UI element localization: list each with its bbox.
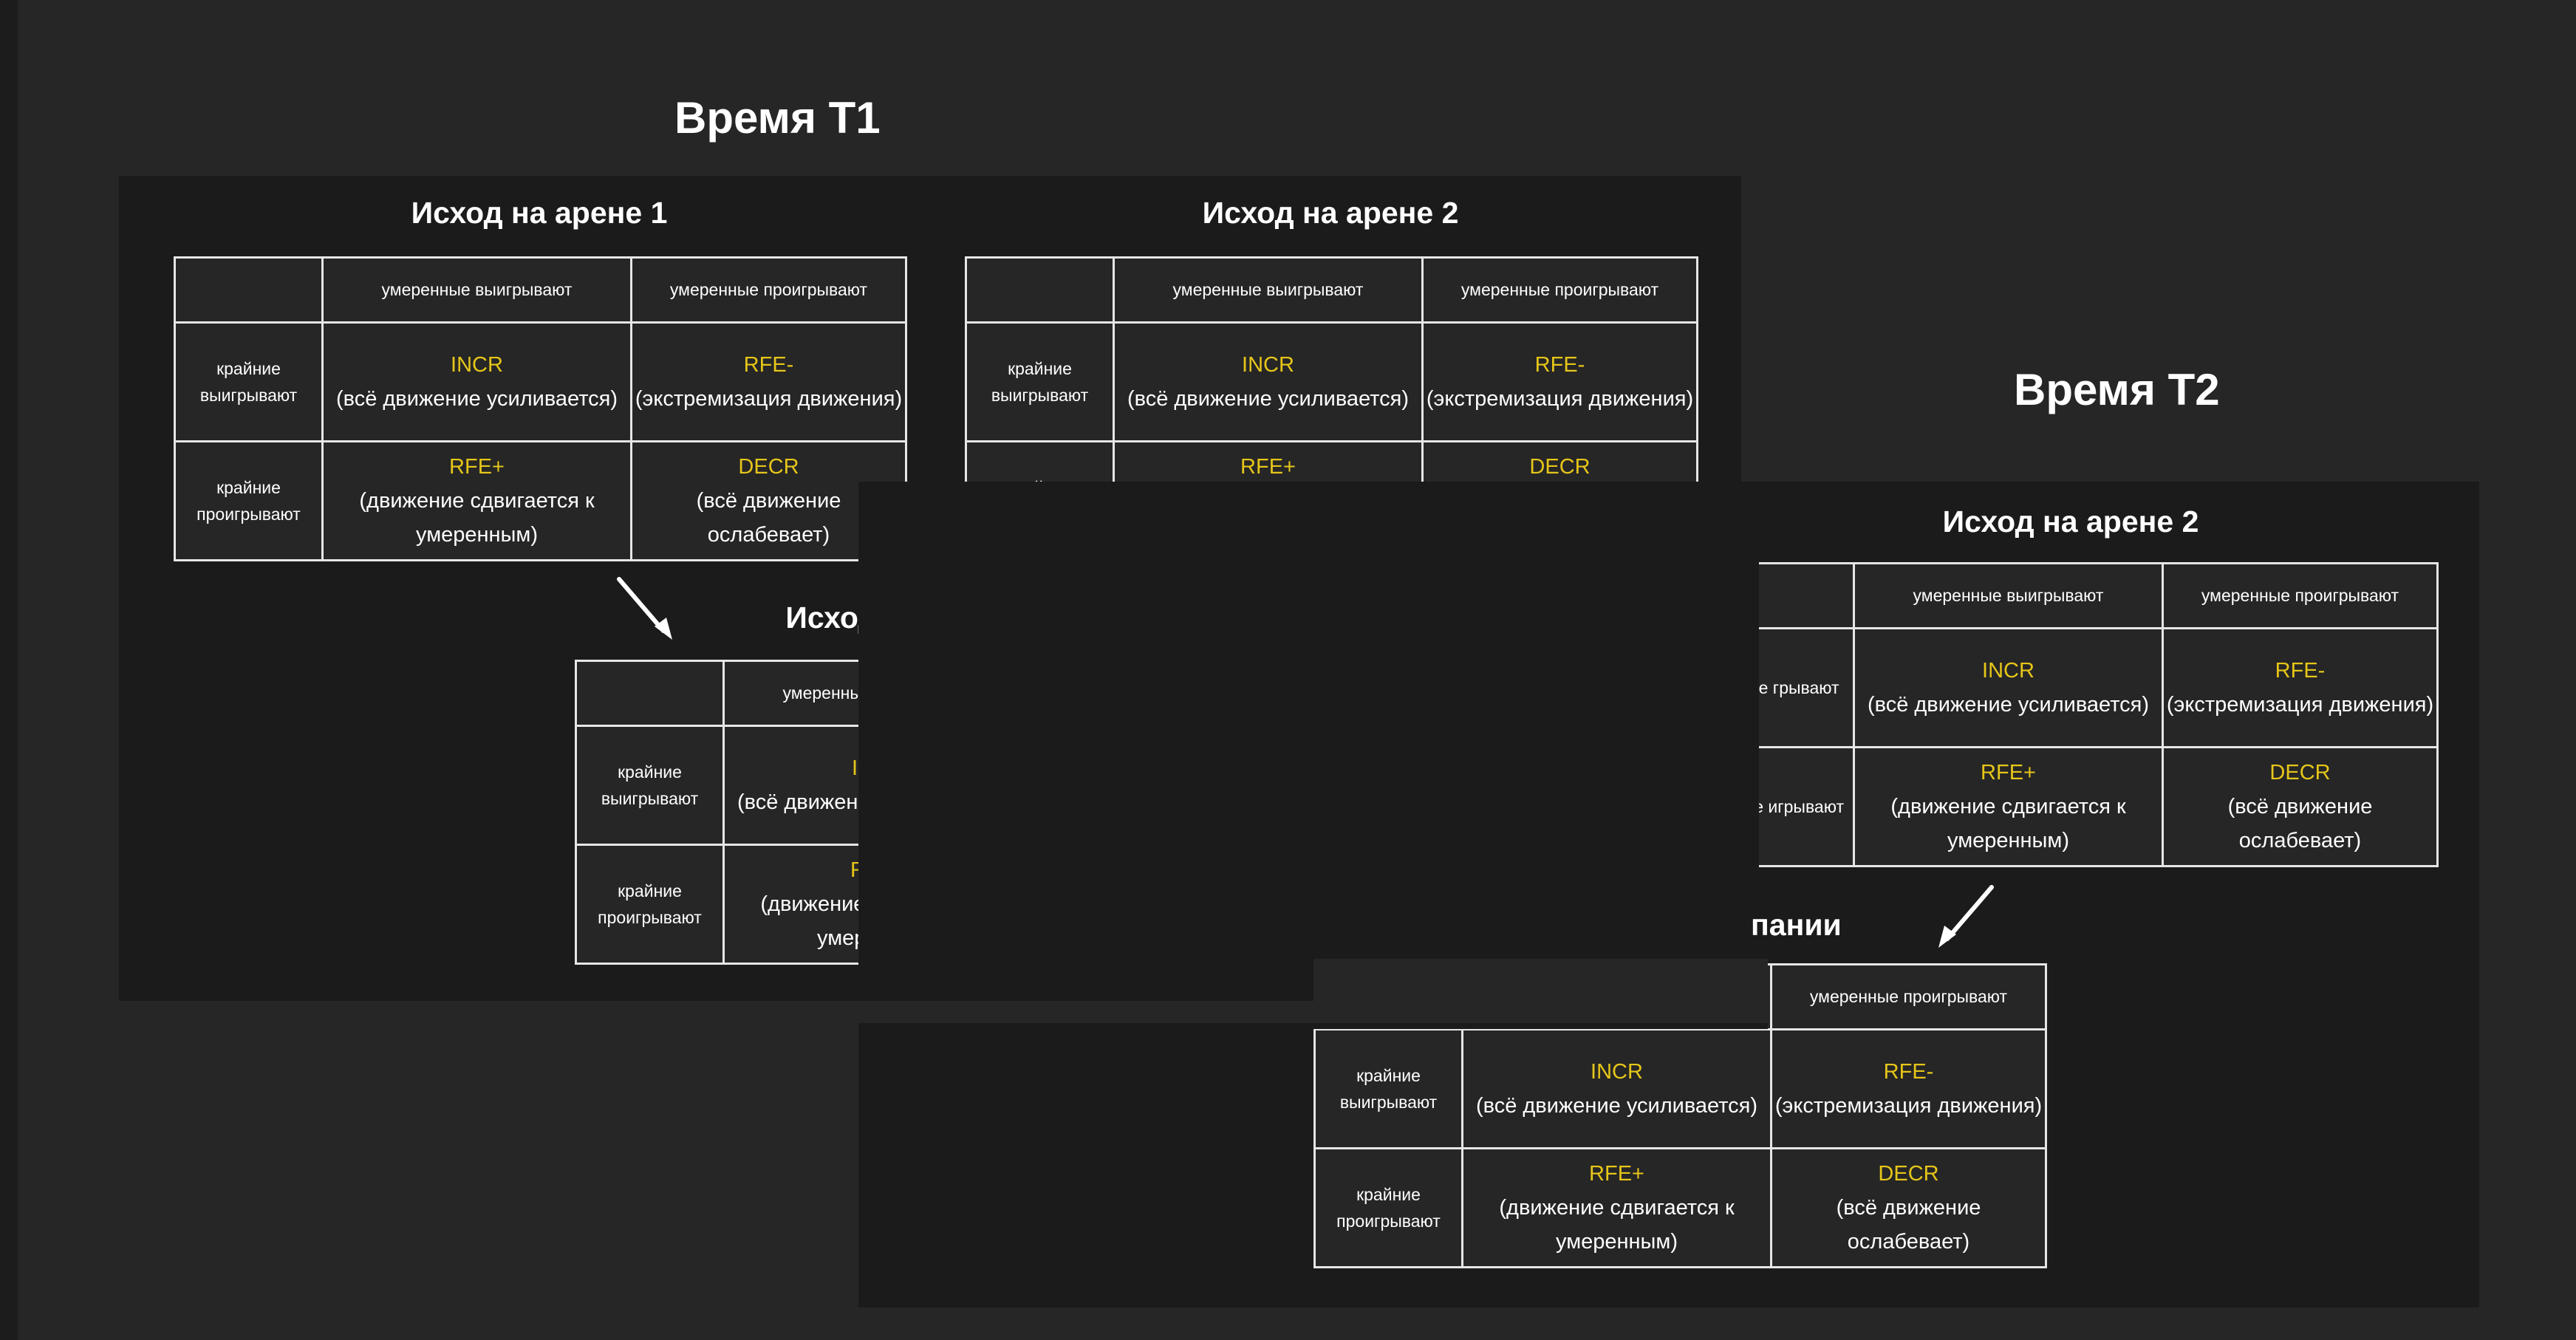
cell-incr: INCR (всё движение усиливается) [1461,1028,1772,1149]
cell-desc: (экстремизация движения) [1426,387,1694,411]
corner-cell [575,660,725,727]
cell-rfe-plus: RFE+ (движение сдвигается к умеренным) [1461,1147,1772,1268]
time-t1-heading: Время T1 [674,93,881,143]
cell-code: DECR [738,455,799,479]
cell-code: DECR [1878,1162,1939,1186]
cell-desc: (всё движение усиливается) [1127,387,1410,411]
cell-rfe-minus: RFE- (экстремизация движения) [2162,627,2439,748]
header-moderates-lose: умеренные проигрывают [1421,256,1698,324]
cell-decr: DECR (всё движение ослабевает) [630,440,907,561]
cell-incr: INCR (всё движение усиливается) [321,321,632,442]
time-t2-heading: Время T2 [2014,365,2220,414]
cell-code: RFE- [1534,353,1585,377]
header-moderates-lose: умеренные проигрывают [630,256,907,324]
row-extremes-win: крайние выигрывают [575,725,725,846]
t2-campaign-cover-board [1313,1023,1768,1029]
header-moderates-win: умеренные выигрывают [1853,562,2164,629]
cell-incr: INCR (всё движение усиливается) [1113,321,1424,442]
header-moderates-lose: умеренные проигрывают [1770,963,2047,1030]
header-moderates-win: умеренные выигрывают [1113,256,1424,324]
cell-desc: (всё движение усиливается) [1475,1094,1758,1118]
arena1-title: Исход на арене 1 [411,196,668,230]
cell-rfe-minus: RFE- (экстремизация движения) [630,321,907,442]
row-extremes-lose: крайние проигрывают [174,440,324,561]
cell-code: RFE+ [1240,455,1296,479]
t2-campaign-cover [1313,959,1768,1025]
row-extremes-lose: крайние проигрывают [1313,1147,1463,1268]
cell-desc: (движение сдвигается к умеренным) [1890,795,2126,852]
cell-desc: (экстремизация движения) [1774,1094,2043,1118]
cell-desc: (всё движение усиливается) [1867,693,2150,717]
cell-rfe-plus: RFE+ (движение сдвигается к умеренным) [1853,746,2164,867]
row-extremes-win: крайние выигрывают [1313,1028,1463,1149]
cell-desc: (всё движение ослабевает) [1836,1196,1981,1254]
row-extremes-win: крайние выигрывают [965,321,1115,442]
cell-decr: DECR (всё движение ослабевает) [2162,746,2439,867]
cell-code: RFE- [1883,1060,1934,1084]
arrow-down-left-icon [1938,885,1994,948]
arena2-title: Исход на арене 2 [1202,196,1459,230]
row-extremes-win: крайние выигрывают [174,321,324,442]
row-extremes-lose: крайние проигрывают [575,844,725,965]
t2-arena2-matrix: умеренные выигрывают умеренные проигрыва… [1759,562,2439,867]
cell-desc: (всё движение ослабевает) [2227,795,2373,852]
cell-rfe-minus: RFE- (экстремизация движения) [1770,1028,2047,1149]
cell-rfe-minus: RFE- (экстремизация движения) [1421,321,1698,442]
cell-code: DECR [2269,761,2331,784]
cell-desc: (экстремизация движения) [2166,693,2434,717]
cell-code: RFE- [743,353,794,377]
t2-arena2-clip: умеренные выигрывают умеренные проигрыва… [1759,560,2439,870]
cell-code: DECR [1529,455,1591,479]
arrow-down-right-icon [617,577,672,640]
cell-code: RFE+ [449,455,505,479]
t2-campaign-title-partial: пании [1751,908,1842,942]
cell-code: INCR [1242,353,1294,377]
cell-desc: (экстремизация движения) [635,387,903,411]
cell-desc: (всё движение усиливается) [335,387,618,411]
t1-board-overlap [858,482,1741,1001]
cell-code: INCR [1982,659,2035,683]
row-extremes-win-partial: айние грывают [1759,627,1855,748]
cell-incr: INCR (всё движение усиливается) [1853,627,2164,748]
cell-desc: (движение сдвигается к умеренным) [1499,1196,1735,1254]
cell-code: INCR [1591,1060,1643,1084]
header-moderates-win: умеренные выигрывают [321,256,632,324]
arena1-matrix: умеренные выигрывают умеренные проигрыва… [174,256,907,561]
corner-cell [174,256,324,324]
cell-desc: (всё движение ослабевает) [696,489,841,547]
row-extremes-lose-partial: айние игрывают [1759,746,1855,867]
corner-cell [1759,562,1855,629]
cell-decr: DECR (всё движение ослабевает) [1770,1147,2047,1268]
cell-rfe-plus: RFE+ (движение сдвигается к умеренным) [321,440,632,561]
cell-code: RFE+ [1981,761,2036,784]
cell-code: RFE+ [1589,1162,1644,1186]
t2-arena2-title: Исход на арене 2 [1942,505,2199,539]
cell-code: INCR [451,353,503,377]
cell-code: RFE- [2275,659,2326,683]
cell-desc: (движение сдвигается к умеренным) [359,489,595,547]
corner-cell [965,256,1115,324]
left-edge-strip [0,0,18,1340]
header-moderates-lose: умеренные проигрывают [2162,562,2439,629]
